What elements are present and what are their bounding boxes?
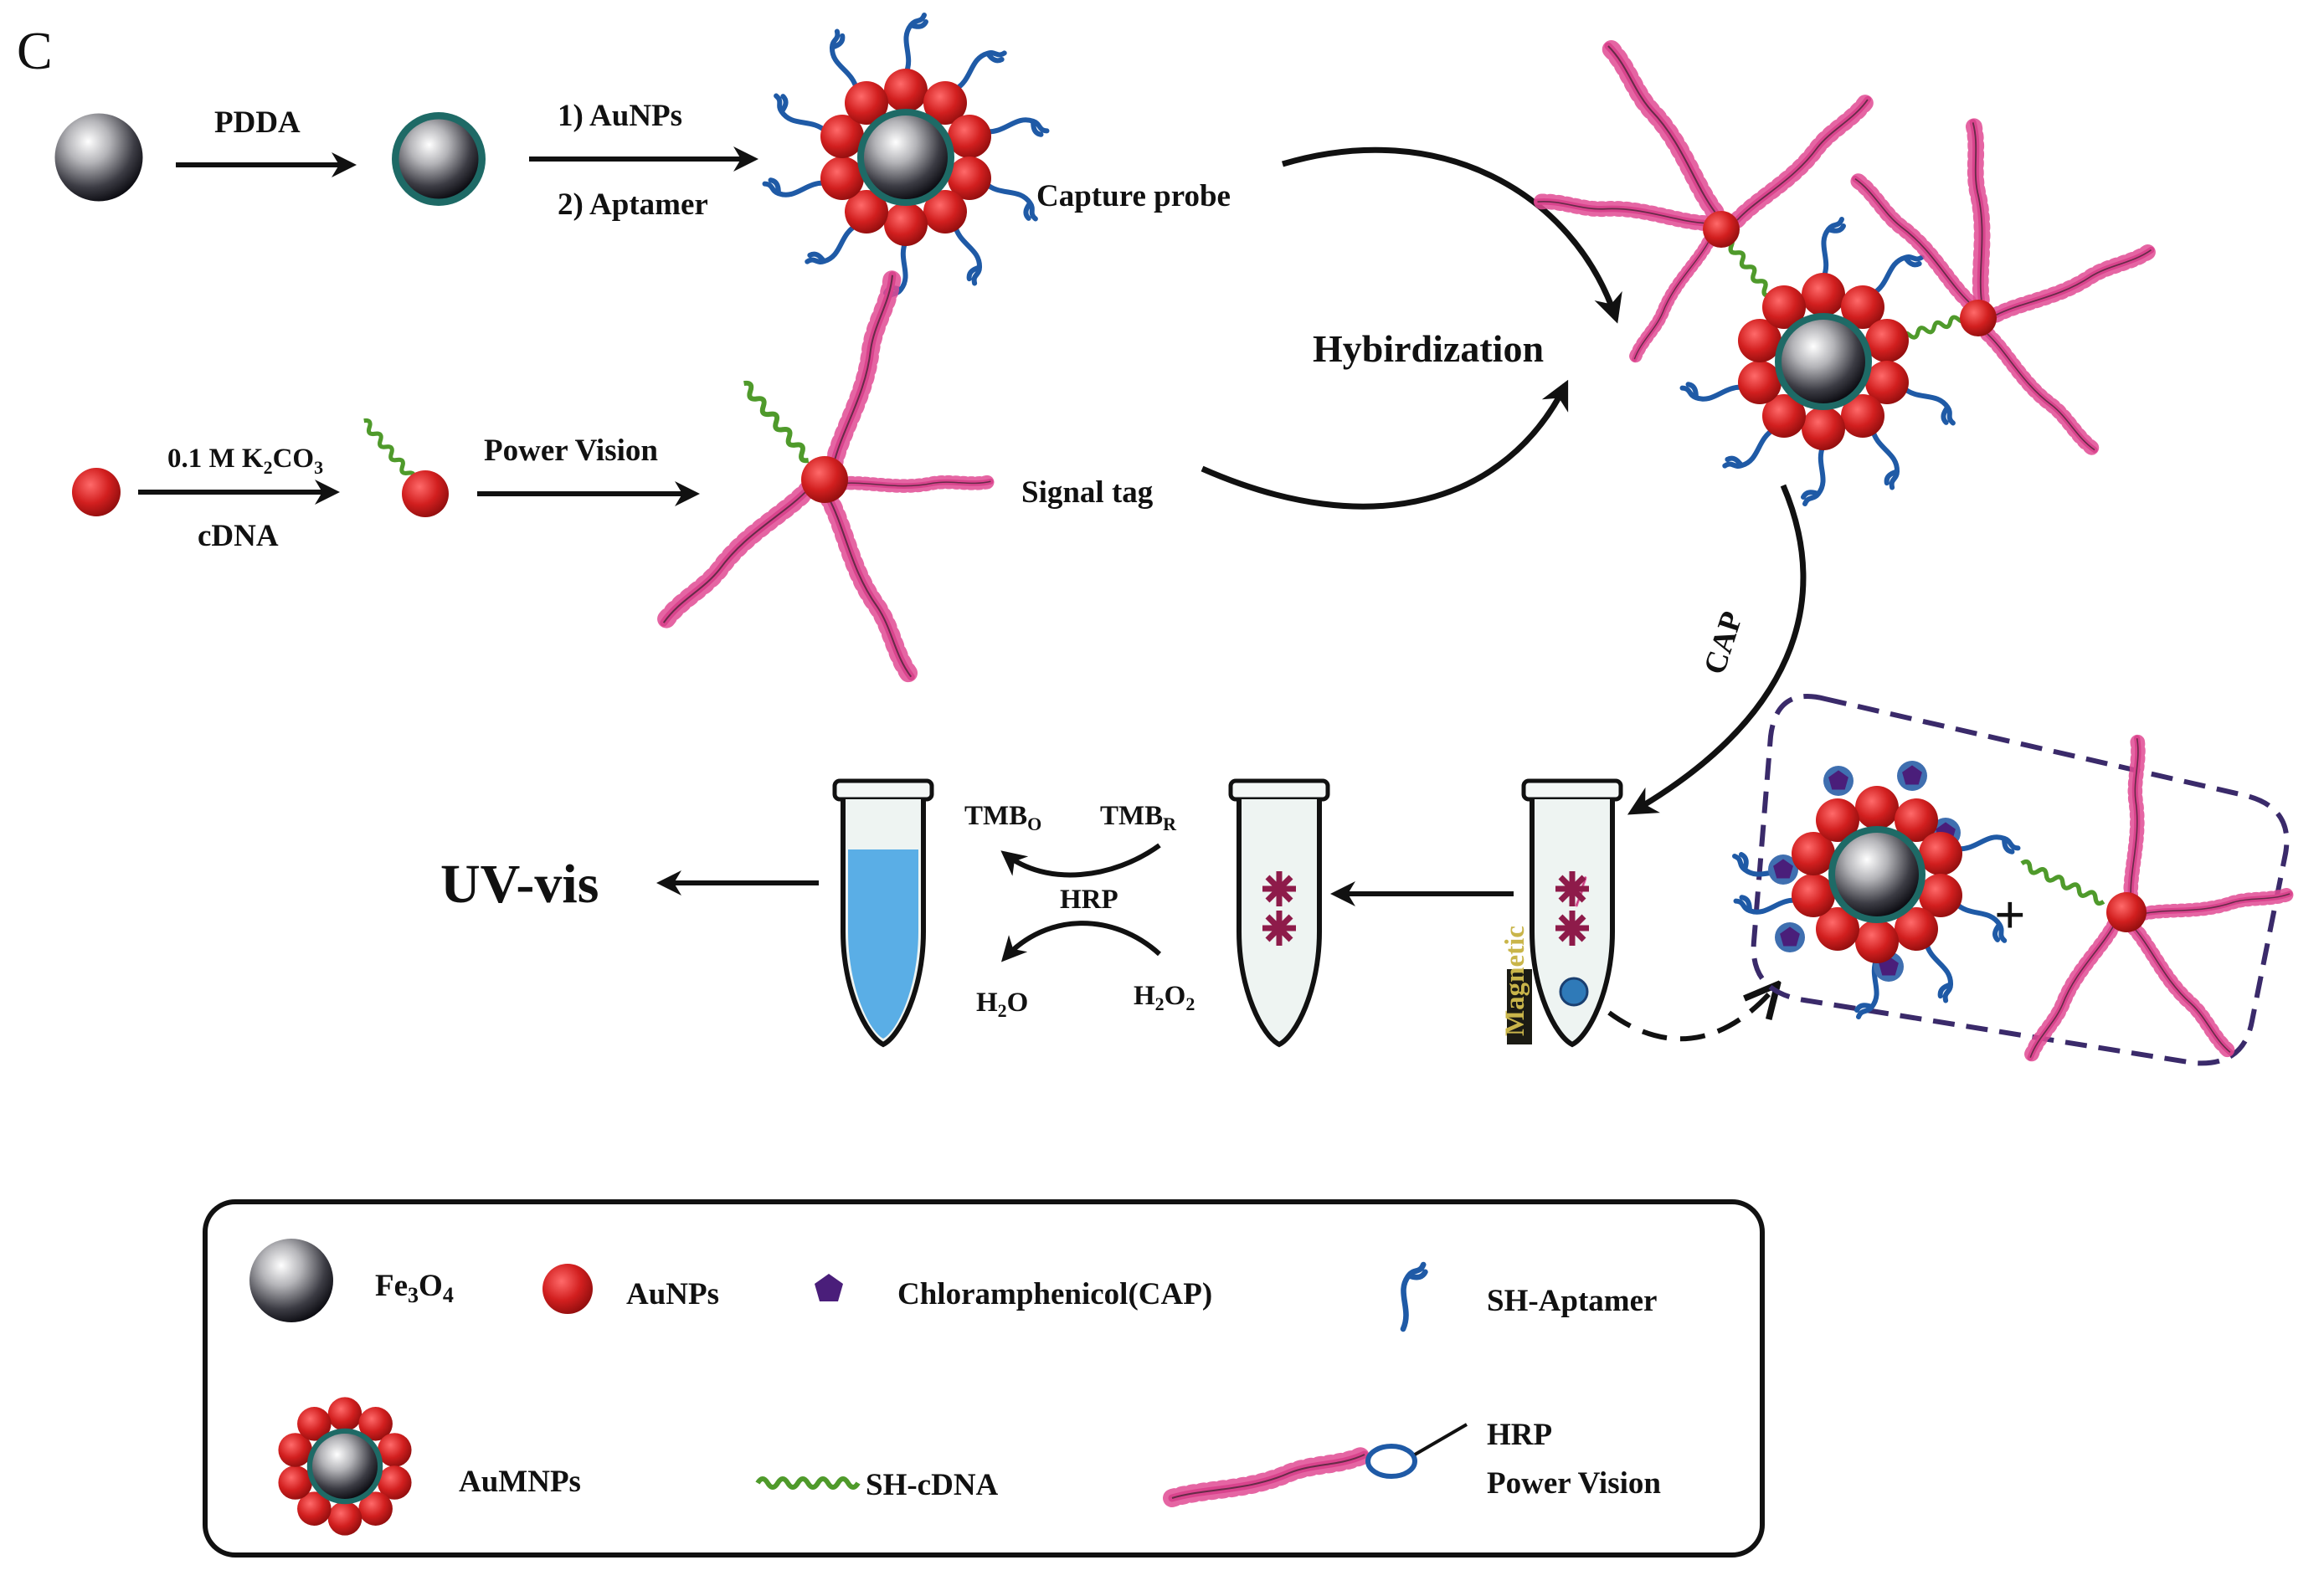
label-capture-probe: Capture probe [1036, 179, 1231, 213]
legend-aumnps-symbol [278, 1397, 411, 1535]
plus-sign: + [1994, 885, 2026, 946]
hybrid-complex [1537, 31, 2157, 504]
arrow-cap [1627, 484, 1807, 815]
label-signal-tag: Signal tag [1021, 475, 1154, 510]
legend-cap-label: Chloramphenicol(CAP) [897, 1277, 1212, 1311]
label-h2o: H2O [976, 988, 1028, 1021]
legend-fe3o4-label: Fe3O4 [375, 1269, 454, 1307]
svg-text:Magnetic: Magnetic [1500, 926, 1530, 1036]
label-power-vision-step: Power Vision [484, 434, 658, 468]
legend: Fe3O4 AuNPs Chloramphenicol(CAP) SH-Apta… [203, 1199, 1765, 1558]
label-h2o2: H2O2 [1134, 981, 1195, 1014]
arrow-capture-to-hybrid [1282, 146, 1622, 324]
capture-probe [764, 15, 1047, 300]
label-cap-arrow: CAP [1698, 608, 1750, 679]
legend-power-vision-symbol [1172, 1423, 1468, 1498]
legend-hrp-label: HRP [1487, 1418, 1552, 1452]
arrow-tmb-oxidation [1000, 843, 1161, 878]
legend-power-vision-label: Power Vision [1487, 1466, 1661, 1501]
label-hrp-reaction: HRP [1060, 885, 1118, 915]
free-signal-tag [2006, 738, 2290, 1067]
legend-frame [203, 1199, 1765, 1558]
legend-cap-symbol [815, 1274, 843, 1301]
label-tmbo: TMBO [964, 801, 1041, 834]
magnet [1507, 969, 1532, 1044]
arrow-signal-to-hybrid [1201, 379, 1569, 510]
label-uvvis: UV-vis [440, 854, 599, 915]
legend-fe3o4-symbol [249, 1239, 333, 1322]
separated-products-box: + [1735, 694, 2290, 1067]
signal-tag [642, 275, 991, 686]
fe3o4-bare-sphere [54, 113, 143, 202]
tube-magnetic-separation: Magnetic [1500, 781, 1621, 1044]
legend-aunps-symbol [542, 1264, 593, 1314]
legend-aptamer-label: SH-Aptamer [1487, 1284, 1657, 1318]
legend-cdna-label: SH-cDNA [866, 1468, 999, 1502]
label-cdna: cDNA [198, 519, 279, 553]
au-cdna-conjugate [361, 418, 449, 517]
aumnp-with-cap [1735, 761, 2018, 1017]
dashed-arrow-to-separated [1607, 988, 1775, 1042]
legend-aumnps-label: AuMNPs [459, 1465, 581, 1499]
tube-signal-tags [1231, 781, 1328, 1044]
au-nanoparticle-free [72, 468, 121, 516]
arrow-h2o2-reduction [1000, 921, 1162, 962]
label-step-aptamer: 2) Aptamer [558, 187, 708, 222]
label-step-aunps: 1) AuNPs [558, 99, 682, 133]
label-k2co3: 0.1 M K2CO3 [167, 444, 323, 478]
label-hybridization: Hybirdization [1313, 327, 1544, 370]
label-tmbr: TMBR [1100, 801, 1177, 834]
pdda-coated-sphere [392, 112, 486, 206]
panel-letter: C [17, 21, 53, 80]
tube-content-marks [1555, 871, 1589, 946]
tube-blue-product [835, 781, 932, 1044]
legend-cdna-symbol [758, 1479, 858, 1487]
legend-aptamer-symbol [1403, 1265, 1425, 1329]
label-pdda: PDDA [214, 105, 301, 140]
legend-aunps-label: AuNPs [626, 1277, 719, 1311]
